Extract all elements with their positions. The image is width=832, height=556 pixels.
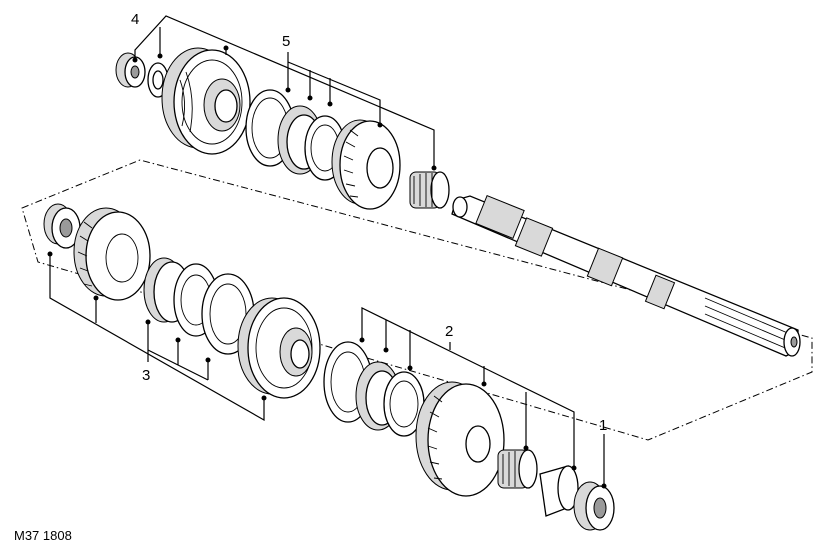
- synchro-rings-lower-right: [323, 341, 425, 437]
- callout-1: 1: [599, 417, 607, 434]
- callout-2: 2: [445, 323, 453, 340]
- leader-lines: [47, 15, 607, 489]
- needle-bearing-upper: [409, 171, 450, 209]
- synchro-rings-upper: [245, 89, 346, 181]
- helical-gear-left: [73, 207, 151, 301]
- end-bearing-right: [573, 481, 615, 531]
- helical-gear-upper: [331, 119, 401, 210]
- synchro-hub-upper: [161, 47, 251, 155]
- synchro-hub-lower: [237, 297, 321, 399]
- small-bearing: [115, 52, 146, 88]
- callout-3: 3: [142, 367, 150, 384]
- reference-code: M37 1808: [14, 528, 72, 543]
- helical-gear-large: [415, 381, 505, 497]
- spacer-sleeve: [539, 465, 579, 517]
- callout-4: 4: [131, 11, 139, 28]
- main-shaft: [451, 194, 801, 357]
- upper-gear-row: [115, 47, 450, 210]
- assembly-boundary: [21, 159, 813, 441]
- callout-5: 5: [282, 33, 290, 50]
- lower-gear-row: [43, 203, 615, 531]
- needle-bearing-lower: [497, 449, 538, 489]
- end-bearing-lower: [43, 203, 81, 249]
